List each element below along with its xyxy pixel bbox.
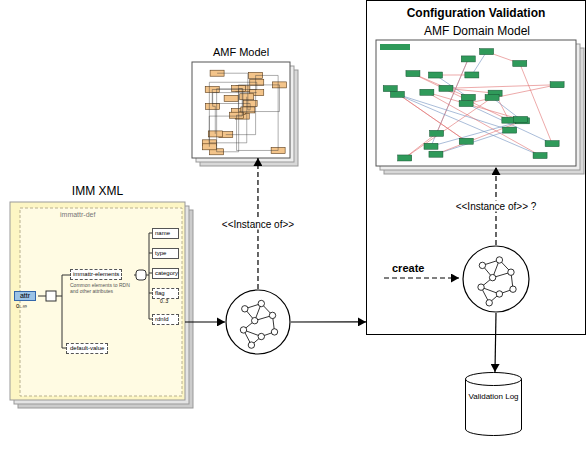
flow-arrow (291, 321, 366, 322)
schema-text: flag (152, 288, 179, 299)
graph-icon (462, 245, 530, 313)
diagram-heading: IMM XML (0, 184, 205, 198)
edge-label: <<Instance of>> ? (454, 201, 539, 212)
thumbnail (192, 62, 290, 158)
graph-circle (462, 245, 530, 313)
cylinder-outline (465, 372, 522, 436)
arrow-label: create (392, 262, 424, 274)
domain-thumbnail: AMF Domain Model (377, 41, 577, 167)
schema-text: Common elements to RDN and other attribu… (70, 283, 132, 294)
diagram-heading: AMF Model (172, 46, 310, 58)
flow-arrow (185, 321, 225, 322)
validation-frame: Configuration ValidationAMF Domain Model (366, 0, 586, 335)
log-label: Validation Log (465, 372, 522, 402)
create-arrow (384, 278, 459, 279)
edge-label: <<Instance of>> (220, 218, 296, 229)
flow-arrow (495, 313, 496, 372)
frame-title: Configuration Validation (367, 1, 585, 20)
schema-lines (38, 233, 152, 348)
schema-text: 0..3 (160, 299, 168, 305)
thumbnail (376, 40, 576, 166)
schema-text: type (152, 248, 179, 259)
schema-text: attr (14, 291, 36, 301)
schema-text: immattr-elements (70, 269, 122, 280)
graph-circle (225, 289, 291, 355)
schema-panel (10, 202, 185, 400)
schema-group (20, 208, 182, 396)
diagram-heading: AMF Domain Model (357, 24, 586, 38)
schema-text: name (152, 228, 179, 239)
model-thumbnail: AMF Model (192, 62, 290, 158)
schema-text: immattr-def (60, 211, 95, 219)
graph-icon (225, 289, 291, 355)
schema-text: rdnId (152, 314, 179, 325)
shadow (14, 206, 189, 404)
model-thumbnail-content (202, 70, 286, 155)
schema-text: default-value (66, 343, 108, 354)
schema-text: 0..∞ (16, 303, 27, 310)
log-cylinder: Validation Log (465, 372, 522, 436)
domain-thumbnail-content (380, 44, 564, 161)
schema-text: category (152, 268, 179, 279)
